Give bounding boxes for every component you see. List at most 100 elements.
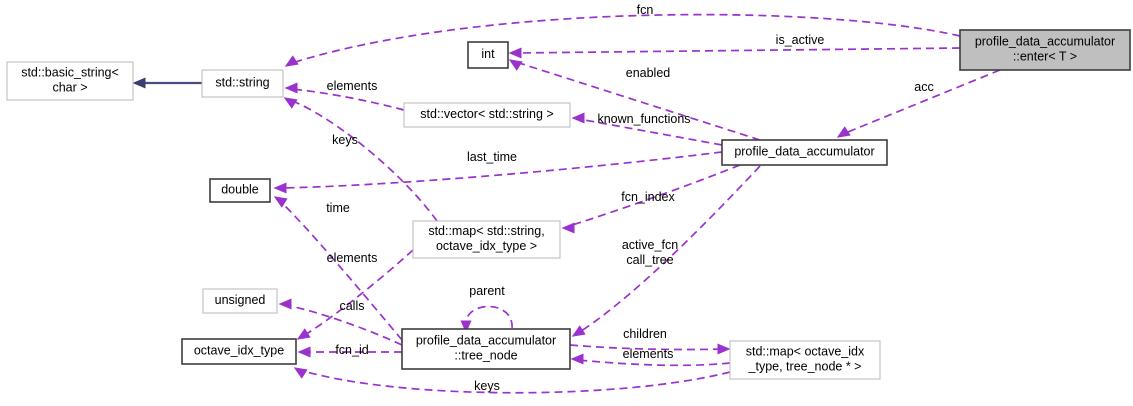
edge-label-enabled: enabled (626, 66, 671, 80)
node-label-map_idx_treenode: std::map< octave_idx_type, tree_node * > (746, 345, 865, 374)
node-box-vector_string[interactable] (403, 102, 571, 128)
node-box-string[interactable] (201, 69, 284, 98)
node-box-basic_string[interactable] (6, 61, 134, 101)
node-label-string: std::string (215, 76, 269, 90)
edge-path-fcn (291, 13, 961, 64)
arrow-icon-is_active (508, 47, 522, 59)
node-box-unsigned[interactable] (202, 288, 278, 314)
edge-is_active (508, 47, 961, 59)
node-label-map_string_idx: std::map< std::string,octave_idx_type > (428, 224, 544, 253)
node-box-map_string_idx[interactable] (412, 220, 561, 259)
arrow-icon-enabled (508, 59, 523, 71)
node-box-pda[interactable] (721, 139, 888, 166)
edge-path-is_active (515, 47, 961, 54)
node-label-tree_node: profile_data_accumulator::tree_node (416, 334, 556, 363)
edge-parent (460, 305, 513, 334)
edge-label-fcn_id: fcn_id (335, 343, 368, 357)
node-box-pda_enter[interactable] (959, 29, 1131, 71)
arrow-icon-parent (460, 320, 472, 334)
edge-label-children: children (623, 327, 667, 341)
arrow-icon-keys-idx (293, 367, 308, 379)
node-box-tree_node[interactable] (401, 328, 571, 370)
arrow-icon-elements-idx (296, 328, 311, 340)
edge-path-elements-idx (302, 249, 414, 337)
node-label-octave_idx_type: octave_idx_type (194, 344, 284, 358)
node-label-vector_string: std::vector< std::string > (420, 107, 553, 121)
arrow-icon-fcn (284, 55, 299, 67)
edge-elements-string (284, 82, 405, 111)
edge-path-keys-idx (299, 369, 731, 394)
edge-path-last_time (280, 151, 723, 189)
edge-label-elements-string: elements (327, 79, 378, 93)
edge-label-last_time: last_time (467, 150, 517, 164)
node-double[interactable]: double (209, 178, 271, 203)
edge-path-acc (842, 69, 1001, 135)
edge-acc (836, 69, 1001, 138)
node-label-basic_string: std::basic_string<char > (21, 66, 119, 95)
arrow-icon-fcn_id (297, 346, 311, 358)
edge-path-elements-treenode (577, 359, 731, 367)
edge-path-enabled (515, 61, 761, 141)
edge-enabled (508, 59, 761, 141)
arrow-icon-active_fcn-call_tree (571, 325, 586, 337)
node-vector_string[interactable]: std::vector< std::string > (403, 102, 571, 128)
nodes-layer: std::basic_string<char > std::string intst… (6, 29, 1131, 380)
edge-label-is_active: is_active (776, 33, 825, 47)
node-map_string_idx[interactable]: std::map< std::string,octave_idx_type > (412, 220, 561, 259)
edges-layer (132, 13, 1001, 394)
node-string[interactable]: std::string (201, 69, 284, 98)
edge-label-fcn: fcn (637, 3, 654, 17)
arrow-icon-inherit-basic-string (132, 77, 146, 89)
arrow-icon-fcn_index (561, 222, 575, 234)
edge-path-known_functions (578, 118, 723, 146)
node-octave_idx_type[interactable]: octave_idx_type (181, 338, 297, 365)
edge-label-parent: parent (469, 284, 505, 298)
edge-keys-idx (293, 367, 731, 394)
edge-fcn_index (561, 164, 741, 234)
node-label-double: double (221, 183, 259, 197)
node-label-pda: profile_data_accumulator (734, 145, 874, 159)
arrow-icon-elements-treenode (570, 353, 584, 365)
node-pda[interactable]: profile_data_accumulator (721, 139, 888, 166)
edge-time (273, 196, 403, 341)
node-box-map_idx_treenode[interactable] (729, 340, 881, 380)
edge-labels-layer: fcnis_activeaccenabledknown_functionslas… (326, 3, 934, 393)
edge-path-elements-string (291, 88, 405, 111)
node-box-double[interactable] (209, 178, 271, 203)
edge-label-keys-idx: keys (474, 379, 500, 393)
node-basic_string[interactable]: std::basic_string<char > (6, 61, 134, 101)
arrow-icon-children (717, 343, 731, 355)
node-pda_enter[interactable]: profile_data_accumulator::enter< T > (959, 29, 1131, 71)
arrow-icon-elements-string (284, 82, 298, 94)
edge-path-children (569, 344, 724, 351)
edge-label-acc: acc (914, 80, 933, 94)
node-box-int[interactable] (467, 41, 509, 69)
arrow-icon-keys (283, 97, 298, 109)
edge-fcn_id (297, 346, 402, 358)
node-label-unsigned: unsigned (215, 293, 266, 307)
arrow-icon-acc (836, 126, 851, 138)
arrow-icon-calls (278, 298, 292, 310)
edge-label-calls: calls (339, 299, 364, 313)
edge-path-active_fcn-call_tree (577, 165, 761, 334)
arrow-icon-time (273, 196, 288, 208)
edge-active_fcn-call_tree (571, 165, 761, 337)
node-tree_node[interactable]: profile_data_accumulator::tree_node (401, 328, 571, 370)
edge-elements-treenode (570, 353, 731, 367)
node-box-octave_idx_type[interactable] (181, 338, 297, 365)
arrow-icon-last_time (273, 182, 287, 194)
edge-label-elements-treenode: elements (623, 347, 674, 361)
edge-label-keys: keys (332, 133, 358, 147)
node-unsigned[interactable]: unsigned (202, 288, 278, 314)
node-map_idx_treenode[interactable]: std::map< octave_idx_type, tree_node * > (729, 340, 881, 380)
edge-path-keys (289, 99, 438, 222)
edge-label-elements-idx: elements (327, 251, 378, 265)
edge-calls (278, 298, 403, 346)
edge-elements-idx (296, 249, 414, 340)
node-int[interactable]: int (467, 41, 509, 69)
edge-label-fcn_index: fcn_index (621, 190, 675, 204)
node-label-int: int (481, 47, 495, 61)
